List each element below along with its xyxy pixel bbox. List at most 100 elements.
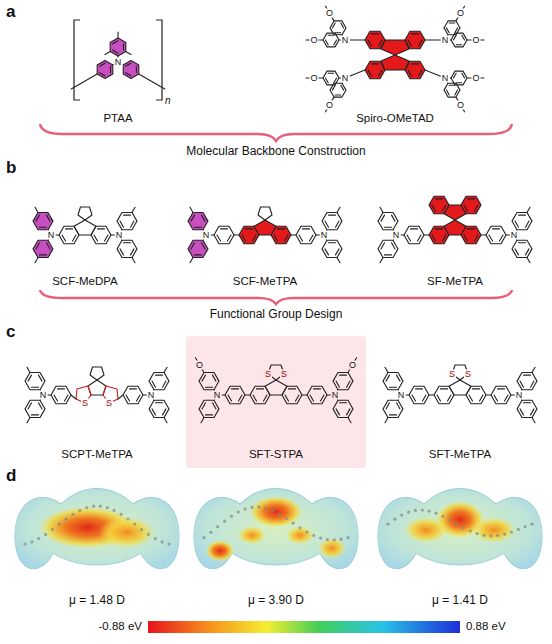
bond-line — [201, 418, 204, 423]
bond-line — [126, 395, 130, 401]
atom-dot — [58, 523, 61, 526]
bond-line — [468, 198, 475, 199]
atom-dot — [147, 533, 150, 536]
bond-line — [462, 73, 465, 78]
bond-line — [35, 207, 38, 212]
bond-line — [310, 235, 314, 241]
bond-line — [123, 44, 124, 50]
bond-line — [73, 235, 77, 241]
atom-dot — [154, 537, 157, 540]
bond-line — [455, 90, 458, 95]
potential-map — [194, 488, 358, 568]
bond-line — [152, 381, 156, 387]
bond-line — [444, 83, 460, 97]
bond-line — [40, 227, 47, 228]
bond-line — [234, 234, 239, 235]
bond-line — [464, 205, 468, 211]
atom-dot — [434, 512, 437, 515]
atom-symbol: N — [320, 231, 329, 240]
atom-symbol: N — [515, 391, 524, 400]
atom-dot — [333, 538, 336, 541]
bond-line — [453, 35, 456, 40]
bond-line — [386, 403, 390, 409]
bond-line — [512, 213, 532, 230]
bond-line — [336, 381, 340, 387]
atom-dot — [482, 534, 485, 537]
bond-line — [408, 40, 412, 46]
bond-line — [491, 386, 511, 403]
bond-line — [332, 23, 335, 28]
bond-line — [429, 394, 434, 395]
bond-line — [202, 243, 206, 249]
bond-line — [481, 234, 486, 235]
atom-dot — [161, 540, 164, 543]
bond-line — [28, 403, 32, 409]
atom-dot — [455, 522, 458, 525]
atom-dot — [99, 505, 102, 508]
atom-dot — [414, 509, 417, 512]
bond-line — [291, 234, 296, 235]
bond-line — [333, 373, 353, 390]
bond-line — [456, 44, 462, 45]
bond-line — [348, 418, 351, 423]
atom-symbol: N — [341, 36, 350, 45]
bond-line — [113, 50, 119, 53]
atom-dot — [92, 505, 95, 508]
bond-line — [489, 235, 493, 241]
bond-line — [524, 375, 531, 376]
atom-symbol: O — [195, 360, 204, 369]
bond-line — [443, 205, 447, 211]
bond-line — [336, 409, 340, 415]
atom-symbol: O — [309, 36, 318, 45]
bond-line — [456, 82, 462, 83]
atom-symbol: S — [448, 370, 456, 379]
bond-line — [412, 395, 416, 401]
bond-line — [473, 388, 480, 389]
bond-line — [418, 235, 422, 241]
bond-line — [347, 381, 351, 387]
brace — [40, 290, 512, 304]
bond-line — [385, 254, 392, 255]
panel-letter: b — [6, 158, 16, 177]
atom-symbol: N — [397, 391, 406, 400]
bond-line — [123, 386, 143, 403]
bond-line — [232, 388, 239, 389]
bond-line — [100, 63, 105, 66]
bond-line — [383, 373, 403, 390]
bond-line — [78, 207, 92, 220]
bond-line — [149, 373, 169, 390]
atom-dot — [78, 509, 81, 512]
bond-line — [328, 73, 334, 74]
atom-dot — [489, 534, 492, 537]
atom-dot — [298, 526, 301, 529]
bond-line — [469, 395, 473, 401]
bond-line — [455, 28, 458, 33]
bond-line — [32, 387, 39, 388]
bond-line — [245, 394, 250, 395]
bond-line — [132, 207, 135, 212]
bond-line — [123, 61, 139, 79]
bond-line — [265, 380, 287, 395]
bond-line — [195, 227, 202, 228]
bond-line — [449, 380, 471, 395]
atom-symbol: O — [456, 9, 465, 18]
bond-line — [329, 215, 336, 216]
bond-line — [475, 205, 479, 211]
bond-line — [325, 221, 329, 227]
bond-line — [126, 73, 132, 76]
atom-dot — [496, 534, 499, 537]
bond-line — [441, 388, 448, 389]
atom-dot — [23, 542, 26, 545]
atom-dot — [106, 506, 109, 509]
atom-dot — [428, 510, 431, 513]
bond-line — [381, 243, 385, 249]
bond-line — [74, 20, 162, 100]
bond-line — [90, 367, 104, 380]
atom-dot — [476, 532, 479, 535]
bond-line — [517, 400, 537, 417]
bond-line — [383, 400, 403, 417]
bond-line — [385, 227, 392, 228]
atom-dot — [244, 507, 247, 510]
bond-line — [131, 249, 135, 255]
bond-line — [419, 40, 423, 46]
